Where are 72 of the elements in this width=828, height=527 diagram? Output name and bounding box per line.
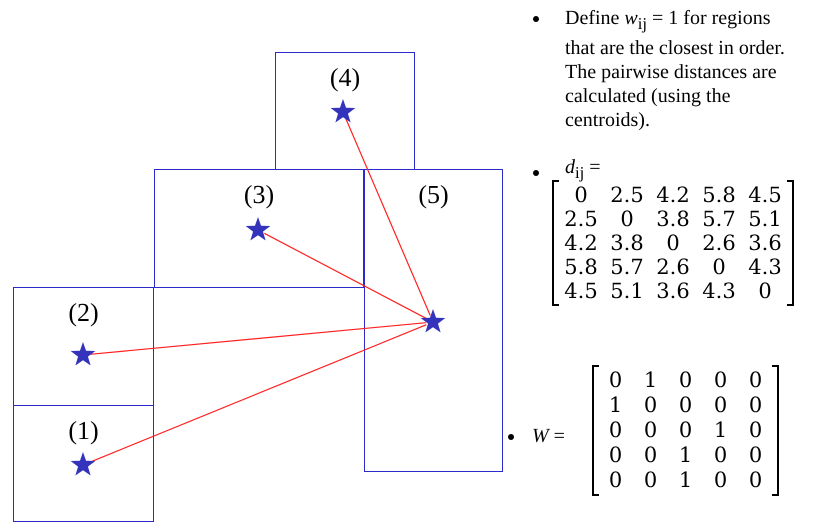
matrix-entry: 2.5 <box>609 183 645 207</box>
region-box <box>13 287 154 406</box>
region-label: (3) <box>244 180 274 209</box>
matrix-entry: 0 <box>712 393 728 417</box>
region-box <box>154 169 364 288</box>
matrix-entry: 5.1 <box>609 279 645 303</box>
matrix-entry: 0 <box>757 279 773 303</box>
matrix-entry: 4.3 <box>747 255 783 279</box>
matrix-entry: 5.8 <box>563 255 599 279</box>
star-icon <box>420 309 446 335</box>
matrix-entry: 2.6 <box>701 231 737 255</box>
matrix-entry: 0 <box>573 183 589 207</box>
matrix-entry: 1 <box>608 393 624 417</box>
matrix-entry: 0 <box>678 368 694 392</box>
matrix-entry: 1 <box>678 443 694 467</box>
matrix-entry: 4.3 <box>701 279 737 303</box>
matrix-entry: 3.6 <box>747 231 783 255</box>
matrix-entry: 4.5 <box>563 279 599 303</box>
region-box <box>13 405 154 522</box>
matrix-entry: 2.5 <box>563 207 599 231</box>
bullet-text: Define w$_{ij}$ = 1 for regions that are the closest in order. The pairwise distances are calculated (using the centroids). <box>565 6 786 132</box>
matrix-entry: 0 <box>748 468 764 492</box>
connector-line <box>264 232 427 320</box>
star-icon <box>245 217 271 243</box>
matrix-entry: 0 <box>642 443 658 467</box>
region-box <box>364 169 503 472</box>
matrix-entry: 5.1 <box>747 207 783 231</box>
matrix-entry: 1 <box>678 468 694 492</box>
matrix-entry: 0 <box>678 393 694 417</box>
matrix-entry: 3.6 <box>655 279 691 303</box>
star-icon <box>70 452 96 478</box>
matrix-entry: 1 <box>712 418 728 442</box>
region-label: (1) <box>68 416 99 445</box>
formula-label: W = <box>532 424 565 448</box>
matrix-entry: 0 <box>608 368 624 392</box>
matrix-entry: 0 <box>748 393 764 417</box>
star-icon <box>330 99 356 125</box>
matrix-entry: 1 <box>642 368 658 392</box>
matrix-entry: 0 <box>748 443 764 467</box>
matrix-entry: 0 <box>608 443 624 467</box>
formula-label: d$_{ij}$ = <box>565 155 601 184</box>
matrix-entry: 0 <box>619 207 635 231</box>
matrix-entry: 0 <box>608 468 624 492</box>
matrix-entry: 0 <box>712 368 728 392</box>
matrix-entry: 5.8 <box>701 183 737 207</box>
star-icon <box>70 342 96 368</box>
matrix-entry: 0 <box>711 255 727 279</box>
matrix-entry: 0 <box>712 443 728 467</box>
matrix-entry: 0 <box>678 418 694 442</box>
matrix-entry: 4.2 <box>655 183 691 207</box>
matrix-entry: 0 <box>712 468 728 492</box>
region-box <box>275 52 415 170</box>
connector-line <box>89 324 427 463</box>
matrix-entry: 0 <box>665 231 681 255</box>
matrix-entry: 0 <box>608 418 624 442</box>
matrix-entry: 5.7 <box>609 255 645 279</box>
matrix-entry: 5.7 <box>701 207 737 231</box>
matrix-entry: 3.8 <box>609 231 645 255</box>
region-label: (5) <box>418 180 449 209</box>
region-label: (4) <box>330 63 360 92</box>
connector-line <box>90 322 426 355</box>
matrix-entry: 0 <box>642 418 658 442</box>
matrix-entry: 3.8 <box>655 207 691 231</box>
matrix-entry: 4.2 <box>563 231 599 255</box>
matrix-entry: 0 <box>748 418 764 442</box>
matrix-entry: 0 <box>748 368 764 392</box>
matrix-entry: 4.5 <box>747 183 783 207</box>
matrix-entry: 0 <box>642 393 658 417</box>
connector-line <box>345 118 431 316</box>
matrix-entry: 2.6 <box>655 255 691 279</box>
region-label: (2) <box>68 298 99 327</box>
matrix-entry: 0 <box>642 468 658 492</box>
